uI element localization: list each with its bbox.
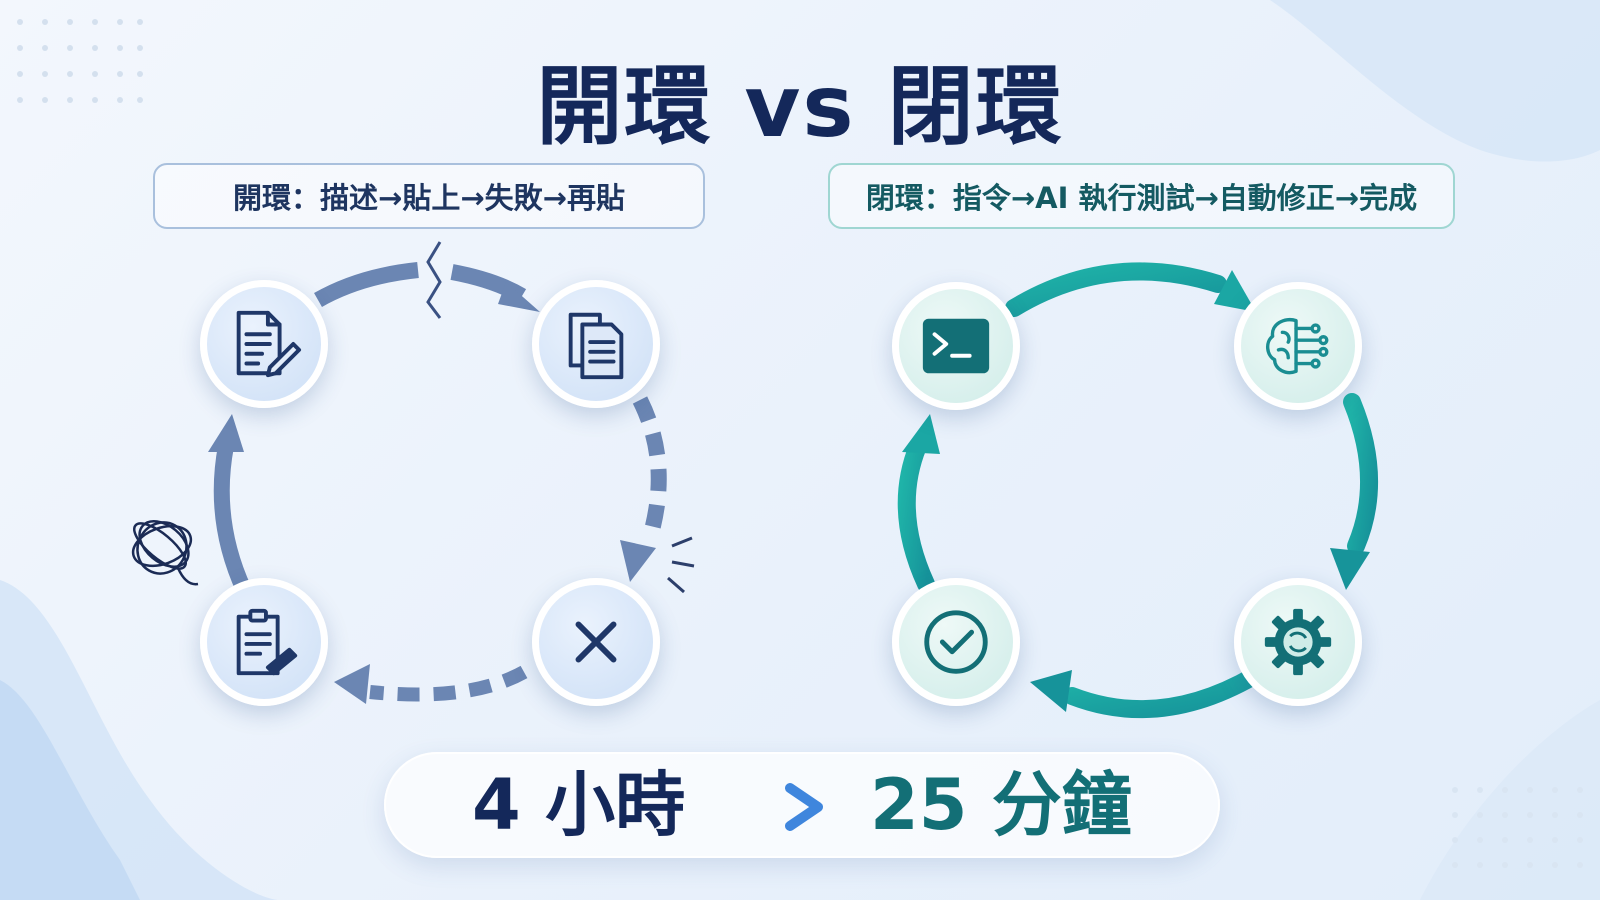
tangle-scribble-icon xyxy=(131,520,199,586)
check-circle-icon xyxy=(924,610,988,674)
open-arrow-break-icon xyxy=(426,241,442,319)
open-arrow-bottom-dashed xyxy=(369,665,528,702)
closed-arrow-left xyxy=(897,437,935,593)
time-comparison-pill: 4 小時 25 分鐘 xyxy=(384,752,1220,858)
arrow-right-icon xyxy=(725,783,823,831)
open-arrow-right-dashed xyxy=(632,396,667,532)
closed-arrow-right xyxy=(1343,393,1379,555)
closed-arrowhead-left xyxy=(902,414,940,454)
decor-wave-bottom-left-2 xyxy=(0,680,140,900)
failure-x-icon xyxy=(575,621,617,663)
gear-auto-fix-icon xyxy=(1264,608,1332,676)
closed-arrowhead-right xyxy=(1330,548,1370,590)
closed-arrow-top xyxy=(1005,262,1227,317)
closed-arrowhead-bottom xyxy=(1030,670,1072,712)
open-arrow-top-left-segment xyxy=(314,262,419,307)
open-node-repaste xyxy=(200,578,328,706)
decor-dots-bottom-right xyxy=(1452,787,1583,868)
closed-arrowhead-top xyxy=(1214,270,1256,312)
document-edit-icon xyxy=(236,310,302,378)
open-arrowhead-right xyxy=(620,540,656,582)
closed-loop-arrows xyxy=(897,262,1379,719)
open-loop-flow-label: 開環：描述→貼上→失敗→再貼 xyxy=(153,163,705,229)
open-arrowhead-bottom xyxy=(334,664,370,704)
decor-wave-bottom-right xyxy=(1420,700,1600,900)
closed-loop-flow-label: 閉環：指令→AI 執行測試→自動修正→完成 xyxy=(828,163,1455,229)
copy-paste-icon xyxy=(568,312,624,380)
decor-dots-top-left xyxy=(17,19,143,103)
page-title: 開環 vs 閉環 xyxy=(536,57,1064,157)
ai-brain-circuit-icon xyxy=(1266,318,1329,375)
decor-wave-top-right xyxy=(1270,0,1600,162)
open-arrow-left xyxy=(213,444,252,594)
time-before: 4 小時 xyxy=(472,764,686,846)
open-node-fail xyxy=(532,578,660,706)
closed-node-done xyxy=(892,578,1020,706)
open-loop-arrows xyxy=(131,241,695,704)
clipboard-check-icon xyxy=(236,608,298,676)
closed-node-auto-fix xyxy=(1234,578,1362,706)
impact-marks-icon xyxy=(667,536,695,594)
open-node-paste xyxy=(532,280,660,408)
terminal-prompt-icon xyxy=(922,318,990,374)
closed-node-ai-test xyxy=(1234,282,1362,410)
open-node-describe xyxy=(200,280,328,408)
time-after: 25 分鐘 xyxy=(870,764,1132,846)
closed-arrow-bottom xyxy=(1063,667,1263,719)
open-arrowhead-top xyxy=(498,282,540,312)
closed-node-command xyxy=(892,282,1020,410)
open-arrowhead-left xyxy=(208,414,244,452)
